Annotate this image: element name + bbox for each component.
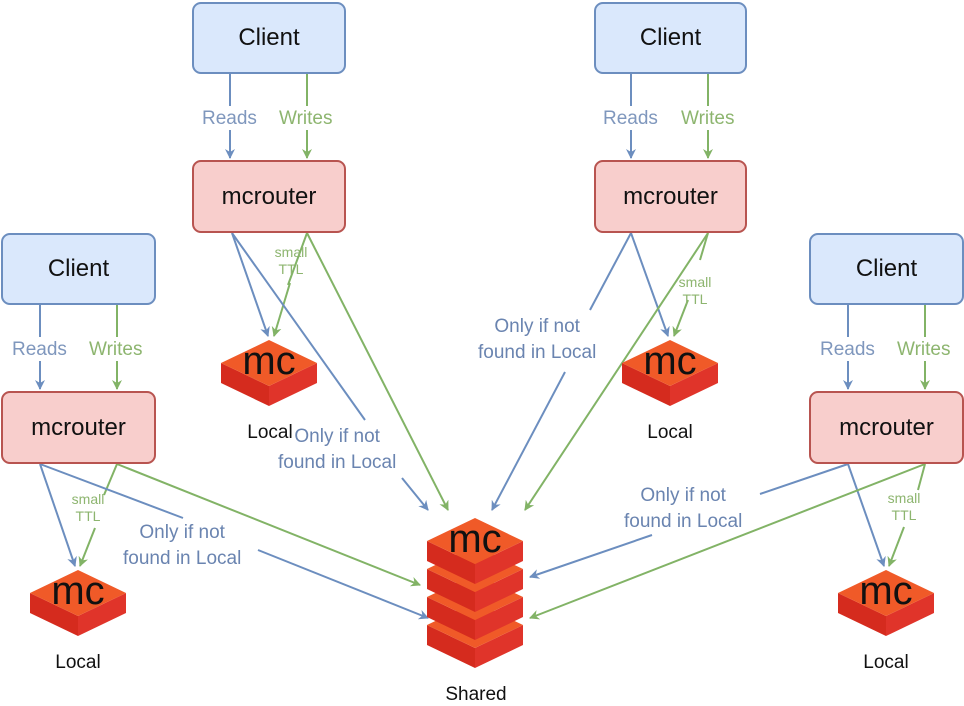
slab-side (427, 569, 475, 612)
mc-icon: mc (242, 339, 295, 383)
client-box[interactable]: Client (1, 233, 156, 305)
slab-side (838, 593, 886, 636)
slab-side (269, 363, 317, 406)
writes-label: Writes (89, 339, 143, 360)
slab-top (622, 340, 718, 386)
reads-label: Reads (820, 339, 875, 360)
local-store-label: Local (647, 422, 693, 443)
shared-store-label: Shared (445, 684, 507, 705)
slab-side (622, 363, 670, 406)
slab-top (30, 570, 126, 616)
writes-label: Writes (681, 108, 735, 129)
slab-side (427, 597, 475, 640)
local-store-label: Local (247, 422, 293, 443)
local-store[interactable]: mc (30, 569, 126, 636)
shared-store[interactable]: mc (427, 517, 523, 668)
local-store[interactable]: mc (622, 339, 718, 406)
reads-label: Reads (12, 339, 67, 360)
mc-icon: mc (859, 569, 912, 613)
local-store-label: Local (55, 652, 101, 673)
writes-label: Writes (897, 339, 951, 360)
local-store[interactable]: mc (221, 339, 317, 406)
stores: mc mc mc mc mc (30, 339, 934, 668)
client-box[interactable]: Client (594, 2, 747, 74)
slab-top (427, 518, 523, 564)
reads-label: Reads (603, 108, 658, 129)
slab-side (670, 363, 718, 406)
local-store[interactable]: mc (838, 569, 934, 636)
slab-top (838, 570, 934, 616)
client-box[interactable]: Client (809, 233, 964, 305)
local-store-label: Local (863, 652, 909, 673)
slab-side (475, 541, 523, 584)
client-router-arrows (35, 74, 930, 390)
slab-side (475, 625, 523, 668)
slab-side (427, 541, 475, 584)
client-box[interactable]: Client (192, 2, 346, 74)
writes-label: Writes (279, 108, 333, 129)
slab-side (475, 597, 523, 640)
slab-side (30, 593, 78, 636)
router-store-arrows (39, 232, 926, 620)
slab-side (78, 593, 126, 636)
mcrouter-box[interactable]: mcrouter (809, 391, 964, 464)
mc-icon: mc (448, 517, 501, 561)
mcrouter-box[interactable]: mcrouter (594, 160, 747, 233)
slab-top (221, 340, 317, 386)
slab-side (475, 569, 523, 612)
mc-icon: mc (643, 339, 696, 383)
mc-icon: mc (51, 569, 104, 613)
mcrouter-box[interactable]: mcrouter (1, 391, 156, 464)
slab-side (221, 363, 269, 406)
slab-side (427, 625, 475, 668)
slab-side (886, 593, 934, 636)
reads-label: Reads (202, 108, 257, 129)
mcrouter-box[interactable]: mcrouter (192, 160, 346, 233)
